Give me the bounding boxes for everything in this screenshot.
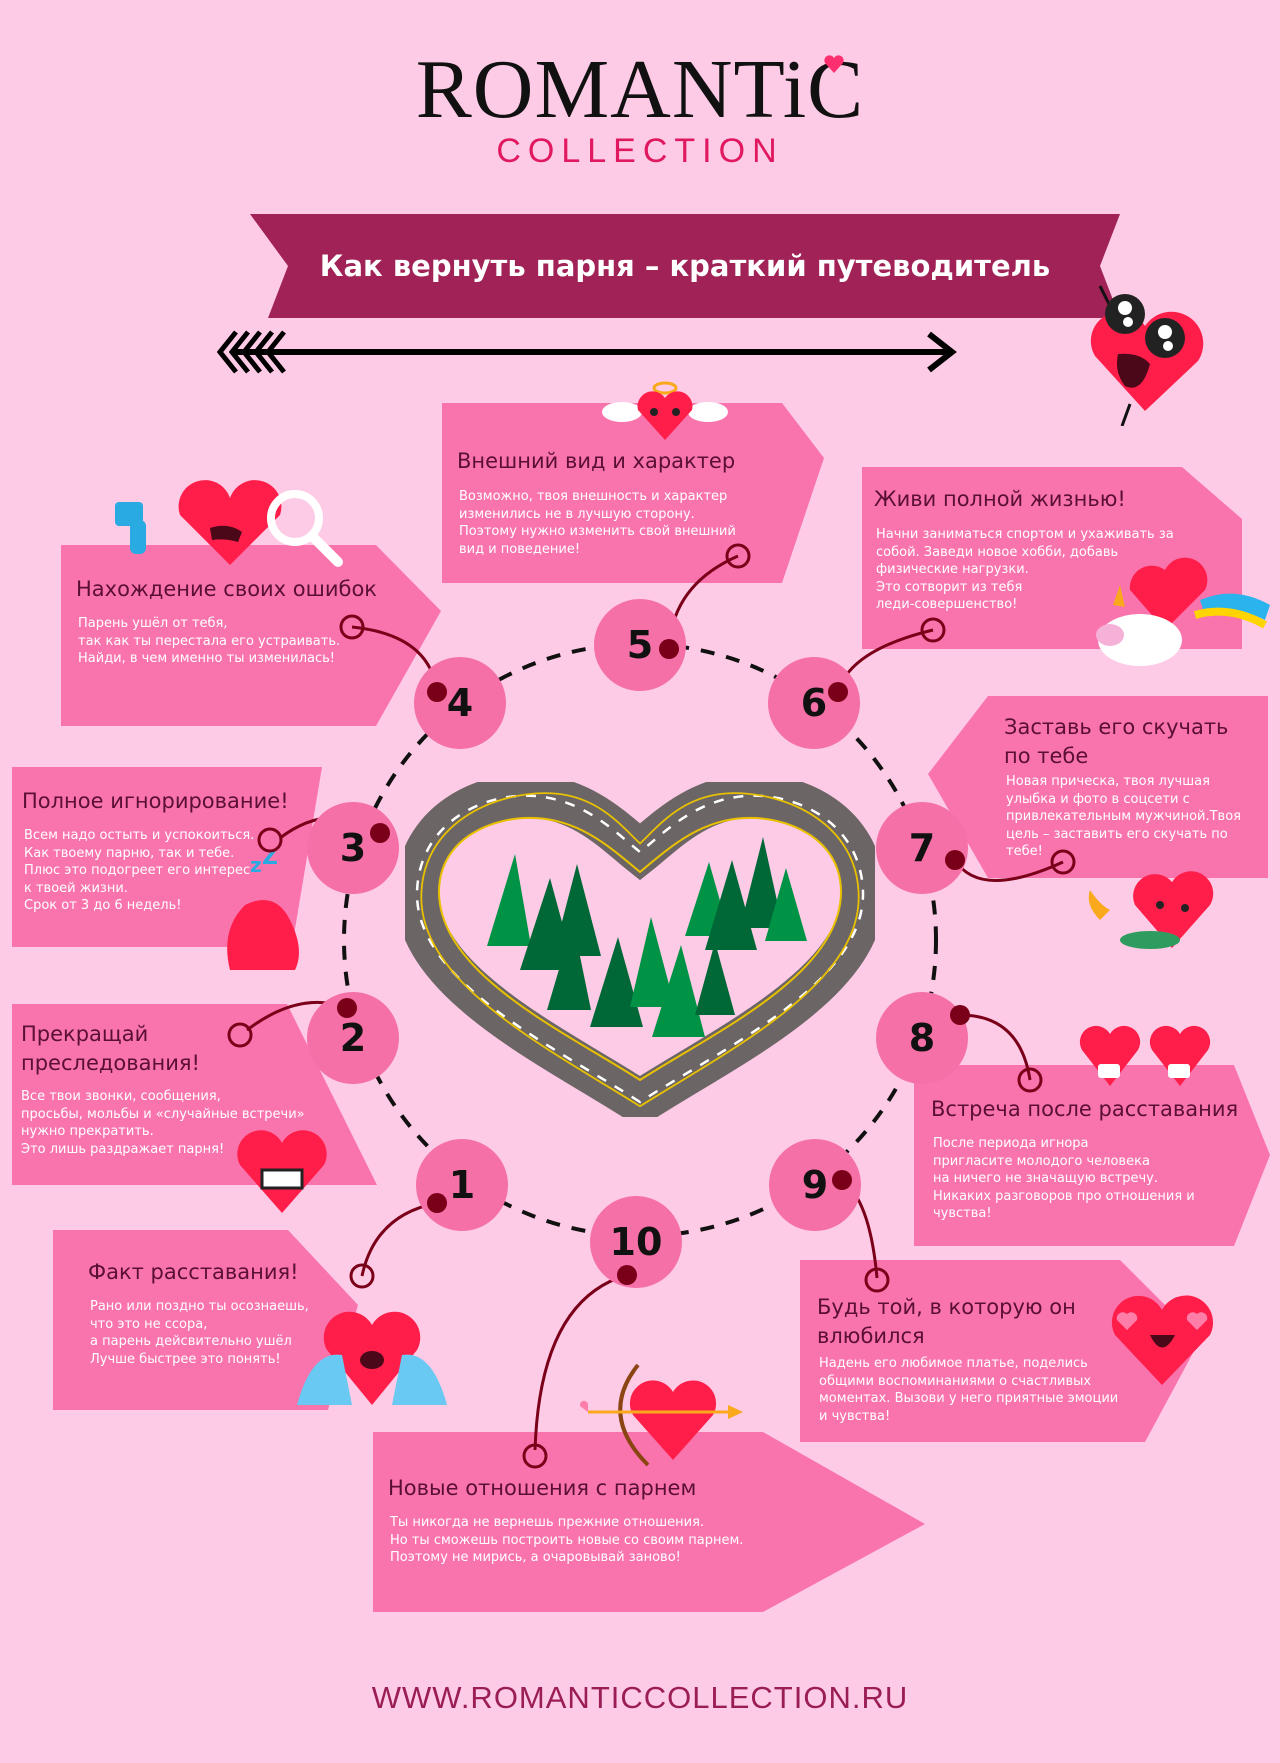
step-title: Встреча после расставания: [931, 1097, 1239, 1121]
arrow-icon: [216, 330, 957, 374]
heart-road-forest-icon: [405, 782, 875, 1117]
step-circle-8[interactable]: 8: [876, 992, 968, 1084]
title-banner: [250, 214, 1120, 318]
unicorn-heart-icon: [1096, 557, 1270, 666]
step-title: Факт расставания!: [88, 1260, 299, 1284]
step-circle-7[interactable]: 7: [876, 802, 968, 894]
step-circle-3[interactable]: 3: [307, 802, 399, 894]
step-circle-10[interactable]: 10: [590, 1196, 682, 1288]
step-circle-4[interactable]: 4: [414, 657, 506, 749]
coffee-hearts-icon: [1079, 1025, 1211, 1086]
cupid-heart-icon: [579, 1363, 743, 1467]
step-title: Полное игнорирование!: [22, 789, 289, 813]
route-dashed-circle: [342, 642, 938, 1238]
logo-heart-icon: [824, 55, 844, 73]
step-card-1: Факт расставания! Рано или поздно ты осо…: [53, 1230, 358, 1410]
brand-logo: ROMANTiC: [415, 43, 865, 136]
step-circle-6[interactable]: 6: [768, 657, 860, 749]
step-circle-5[interactable]: 5: [594, 599, 686, 691]
angel-heart-icon: [602, 381, 728, 440]
step-card-4: Нахождение своих ошибок Парень ушёл от т…: [61, 545, 441, 726]
step-circle-2[interactable]: 2: [307, 992, 399, 1084]
step-text: Ты никогда не вернешь прежние отношения.…: [390, 1515, 744, 1565]
step-circle-9[interactable]: 9: [769, 1139, 861, 1231]
svg-text:Z: Z: [262, 850, 278, 870]
step-card-8: Встреча после расставания После периода …: [914, 1065, 1270, 1246]
step-card-10: Новые отношения с парнем Ты никогда не в…: [373, 1432, 925, 1612]
love-eyes-heart-icon: [1111, 1295, 1214, 1385]
step-title: Живи полной жизнью!: [874, 487, 1126, 511]
step-title: Нахождение своих ошибок: [76, 577, 377, 601]
step-text: Всем надо остыть и успокоиться.Как твоем…: [24, 828, 255, 913]
step-circle-1[interactable]: 1: [416, 1139, 508, 1231]
angry-heart-icon: [237, 1130, 327, 1213]
step-text: Все твои звонки, сообщения,просьбы, моль…: [21, 1089, 305, 1157]
step-card-5: Внешний вид и характер Возможно, твоя вн…: [442, 403, 824, 583]
shy-heart-icon: [1088, 871, 1214, 949]
excited-heart-mascot-icon: [1090, 285, 1204, 426]
step-text: Парень ушёл от тебя,так как ты перестала…: [78, 616, 341, 666]
svg-text:z: z: [250, 853, 262, 877]
crying-heart-icon: [297, 1311, 447, 1405]
website-link[interactable]: WWW.ROMANTICCOLLECTION.RU: [371, 1680, 909, 1715]
step-text: Рано или поздно ты осознаешь,что это не …: [90, 1299, 309, 1367]
step-title: Внешний вид и характер: [457, 449, 736, 473]
page-title: Как вернуть парня – краткий путеводитель: [319, 249, 1051, 283]
magnifier-heart-icon: [115, 480, 343, 567]
step-title: Новые отношения с парнем: [388, 1476, 697, 1500]
brand-subtitle: COLLECTION: [496, 132, 784, 170]
step-card-3: Полное игнорирование! Всем надо остыть и…: [12, 767, 327, 947]
sleeping-heart-icon: z Z: [227, 850, 299, 970]
